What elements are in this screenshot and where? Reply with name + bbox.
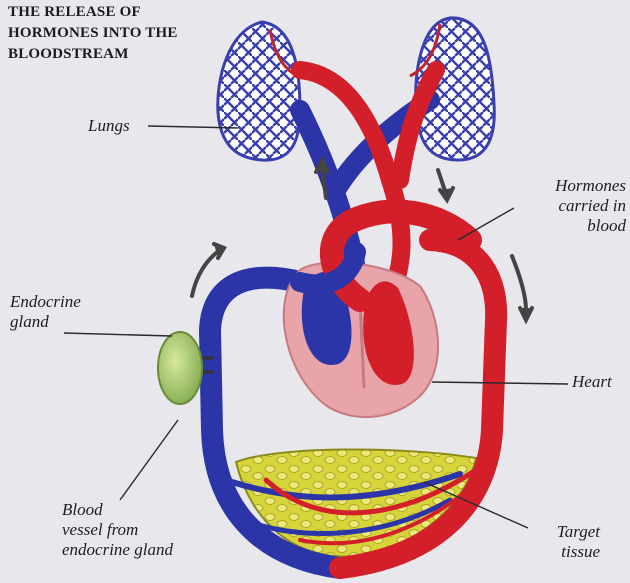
label-endocrine-line-2: gland [10, 312, 81, 332]
label-blood-vessel-line-1: Blood [62, 500, 173, 520]
label-hormones-line-2: carried in [480, 196, 626, 216]
label-hormones: Hormones carried in blood [480, 176, 626, 236]
label-hormones-line-1: Hormones [480, 176, 626, 196]
label-heart: Heart [572, 372, 612, 392]
label-target-tissue: Target tissue [500, 522, 600, 562]
title-line-2: HORMONES INTO THE [8, 23, 238, 44]
label-endocrine-line-1: Endocrine [10, 292, 81, 312]
label-endocrine-gland: Endocrine gland [10, 292, 81, 332]
label-lungs: Lungs [88, 116, 130, 136]
label-blood-vessel-line-3: endocrine gland [62, 540, 173, 560]
label-hormones-line-3: blood [480, 216, 626, 236]
title-line-3: BLOODSTREAM [8, 44, 238, 65]
label-blood-vessel-line-2: vessel from [62, 520, 173, 540]
label-target-line-2: tissue [500, 542, 600, 562]
label-target-line-1: Target [500, 522, 600, 542]
diagram-title: THE RELEASE OF HORMONES INTO THE BLOODST… [8, 2, 238, 65]
title-line-1: THE RELEASE OF [8, 2, 238, 23]
label-blood-vessel: Blood vessel from endocrine gland [62, 500, 173, 560]
